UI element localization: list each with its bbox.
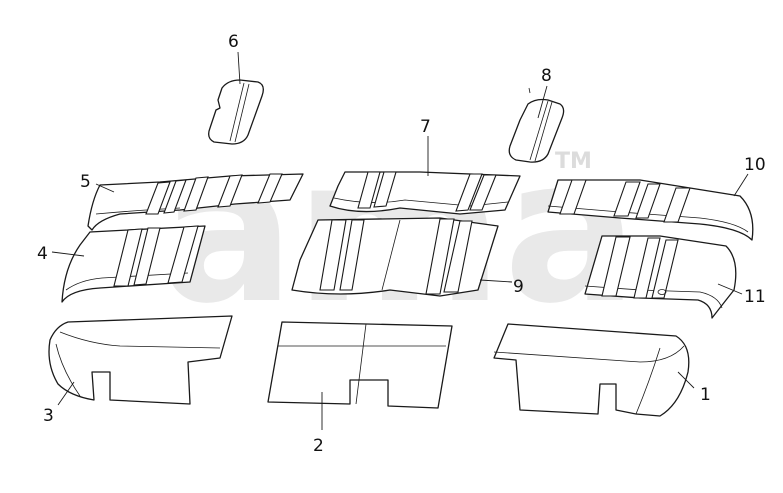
part-6 bbox=[208, 79, 264, 145]
label-3: 3 bbox=[43, 406, 54, 426]
part-9 bbox=[291, 217, 499, 297]
leader-8 bbox=[537, 85, 548, 119]
leader-lines bbox=[51, 51, 749, 430]
part-1 bbox=[493, 323, 690, 417]
part-3 bbox=[48, 315, 233, 405]
label-10: 10 bbox=[744, 155, 766, 175]
part-8 bbox=[508, 87, 565, 163]
leader-6 bbox=[237, 51, 241, 85]
label-5: 5 bbox=[80, 172, 91, 192]
part-2 bbox=[267, 321, 453, 409]
part-10 bbox=[547, 179, 754, 241]
leader-10 bbox=[733, 173, 749, 197]
leader-11 bbox=[717, 283, 743, 295]
label-2: 2 bbox=[313, 436, 324, 456]
label-7: 7 bbox=[420, 117, 431, 137]
callout-labels: 1 2 3 4 5 6 7 8 9 10 11 bbox=[37, 32, 766, 456]
leader-3 bbox=[57, 381, 75, 406]
label-4: 4 bbox=[37, 244, 48, 264]
part-4 bbox=[61, 225, 206, 303]
label-11: 11 bbox=[744, 287, 766, 307]
part-5 bbox=[87, 173, 304, 231]
leader-4 bbox=[51, 251, 85, 257]
part-7 bbox=[329, 171, 521, 215]
label-8: 8 bbox=[541, 66, 552, 86]
part-11 bbox=[584, 235, 737, 319]
label-9: 9 bbox=[513, 277, 524, 297]
watermark-tm: TM bbox=[555, 149, 592, 174]
leader-1 bbox=[677, 371, 695, 389]
leader-5 bbox=[95, 183, 115, 193]
leader-9 bbox=[479, 279, 513, 283]
label-6: 6 bbox=[228, 32, 239, 52]
label-1: 1 bbox=[700, 385, 711, 405]
